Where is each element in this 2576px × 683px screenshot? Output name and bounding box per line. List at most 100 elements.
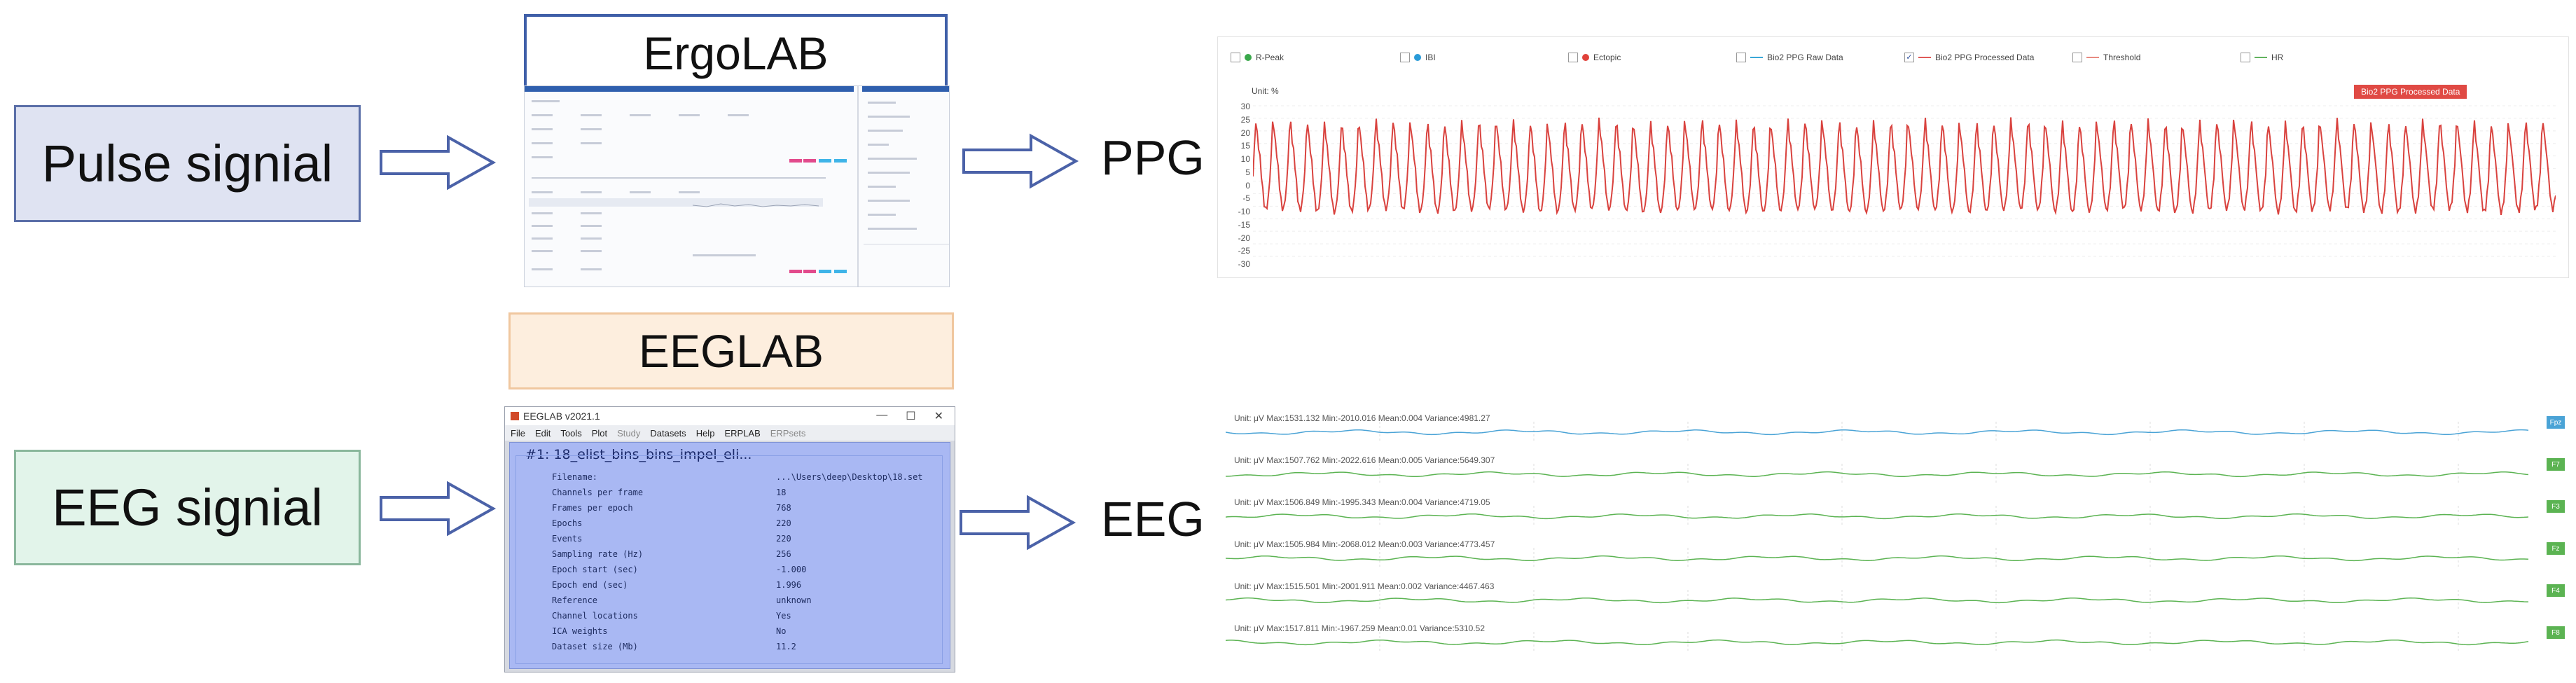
menu-item-study[interactable]: Study <box>617 427 641 439</box>
eeg-channel-row: Unit: μV Max:1505.984 Min:-2068.012 Mean… <box>1226 538 2569 579</box>
dataset-field-label: Epochs <box>552 518 583 528</box>
dataset-header: #1: 18_elist_bins_bins_impel_eli... <box>525 447 752 462</box>
eeg-signal-label: EEG signial <box>52 478 323 537</box>
eeg-channel-row: Unit: μV Max:1515.501 Min:-2001.911 Mean… <box>1226 580 2569 621</box>
checkbox-icon[interactable] <box>1736 53 1746 62</box>
legend-item[interactable]: Bio2 PPG Raw Data <box>1736 53 1843 62</box>
eeg-waveform-line <box>1226 555 2529 562</box>
eeg-waveform-line <box>1226 513 2529 520</box>
legend-label: Ectopic <box>1593 53 1621 62</box>
checkbox-icon[interactable] <box>1231 53 1240 62</box>
ergolab-screenshot <box>524 85 950 287</box>
eeg-channel-stats: Unit: μV Max:1505.984 Min:-2068.012 Mean… <box>1234 539 1495 549</box>
dataset-field-label: Dataset size (Mb) <box>552 642 638 651</box>
eeglab-dataset-panel: #1: 18_elist_bins_bins_impel_eli... File… <box>509 442 950 669</box>
menu-item-tools[interactable]: Tools <box>560 427 582 439</box>
dataset-field-value: Yes <box>776 611 791 621</box>
eeg-waveform-line <box>1226 471 2529 478</box>
dataset-field-label: Channels per frame <box>552 488 644 497</box>
menu-item-help[interactable]: Help <box>695 427 715 439</box>
ergolab-ui-thumbnail <box>525 86 949 287</box>
legend-marker-icon <box>1414 54 1421 61</box>
ppg-unit-label: Unit: % <box>1252 86 1279 96</box>
menu-item-erplab[interactable]: ERPLAB <box>724 427 761 439</box>
eeg-waveform-line <box>1226 597 2528 604</box>
eeg-channel-tag[interactable]: F7 <box>2547 458 2565 471</box>
menu-item-erpsets[interactable]: ERPsets <box>770 427 806 439</box>
eeg-channel-tag[interactable]: F8 <box>2547 626 2565 639</box>
legend-label: Threshold <box>2103 53 2141 62</box>
ppg-series-badge: Bio2 PPG Processed Data <box>2354 85 2467 99</box>
y-tick-label: -10 <box>1238 207 1250 216</box>
dataset-field-label: Filename: <box>552 472 598 482</box>
legend-marker-icon <box>1750 57 1763 58</box>
minimize-icon[interactable]: — <box>876 409 888 421</box>
legend-item[interactable]: R-Peak <box>1231 53 1284 62</box>
eeglab-app-icon <box>511 412 519 420</box>
dataset-field-label: Channel locations <box>552 611 638 621</box>
dataset-field-label: Frames per epoch <box>552 503 633 513</box>
dataset-frame <box>515 455 943 664</box>
legend-item[interactable]: IBI <box>1400 53 1436 62</box>
eeglab-title: EEGLAB <box>508 312 954 389</box>
menu-item-plot[interactable]: Plot <box>591 427 608 439</box>
legend-label: HR <box>2271 53 2284 62</box>
menu-item-file[interactable]: File <box>511 427 525 439</box>
dataset-field-value: unknown <box>776 595 812 605</box>
menu-item-datasets[interactable]: Datasets <box>650 427 686 439</box>
legend-item[interactable]: Threshold <box>2072 53 2140 62</box>
checkbox-icon[interactable] <box>1400 53 1410 62</box>
dataset-field-value: 220 <box>776 518 791 528</box>
eeg-signal-box: EEG signial <box>14 450 361 565</box>
y-tick-label: -30 <box>1238 259 1250 269</box>
y-tick-label: 25 <box>1240 114 1250 125</box>
ppg-label: PPG <box>1101 130 1205 185</box>
pulse-signal-label: Pulse signial <box>41 134 333 193</box>
arrow-to-ppg <box>962 133 1079 189</box>
arrow-to-eeglab <box>380 481 497 537</box>
eeg-channel-tag[interactable]: Fpz <box>2547 416 2565 429</box>
y-tick-label: 15 <box>1240 141 1250 151</box>
y-tick-label: 10 <box>1240 154 1250 164</box>
checkbox-icon[interactable] <box>2072 53 2082 62</box>
ergolab-title-text: ErgoLAB <box>643 27 829 79</box>
dataset-field-label: Epoch start (sec) <box>552 565 638 574</box>
maximize-icon[interactable]: ☐ <box>906 411 916 422</box>
eeg-channel-stats: Unit: μV Max:1515.501 Min:-2001.911 Mean… <box>1234 581 1495 591</box>
close-icon[interactable]: ✕ <box>934 411 943 422</box>
eeg-trace-area <box>1226 464 2529 485</box>
checkbox-icon[interactable] <box>1568 53 1578 62</box>
eeg-channel-tag[interactable]: F3 <box>2547 500 2565 513</box>
ppg-chart-panel: R-Peak IBI Ectopic Bio2 PPG Raw Data ✓ Bio2 P… <box>1217 36 2569 278</box>
legend-item[interactable]: ✓ Bio2 PPG Processed Data <box>1904 53 2034 62</box>
eeg-trace-area <box>1226 506 2529 527</box>
legend-label: Bio2 PPG Processed Data <box>1935 53 2035 62</box>
legend-item[interactable]: Ectopic <box>1568 53 1621 62</box>
ppg-waveform-line <box>1253 117 2556 216</box>
dataset-field-value: -1.000 <box>776 565 807 574</box>
y-tick-label: 5 <box>1245 167 1250 177</box>
y-tick-label: 0 <box>1245 180 1250 191</box>
arrow-to-ergolab <box>380 134 497 191</box>
eeglab-window: EEGLAB v2021.1 — ☐ ✕ File Edit Tools Plot St… <box>504 406 955 672</box>
menu-item-edit[interactable]: Edit <box>534 427 551 439</box>
checkbox-icon[interactable] <box>2241 53 2250 62</box>
eeglab-window-title: EEGLAB v2021.1 <box>523 411 600 422</box>
eeglab-titlebar: EEGLAB v2021.1 — ☐ ✕ <box>505 407 955 425</box>
eeg-channel-tag[interactable]: F4 <box>2547 584 2565 597</box>
y-tick-label: -20 <box>1238 233 1250 243</box>
y-tick-label: 20 <box>1240 127 1250 138</box>
eeg-trace-area <box>1226 590 2528 611</box>
eeg-trace-area <box>1226 422 2529 443</box>
dataset-field-value: 1.996 <box>776 580 802 590</box>
pulse-signal-box: Pulse signial <box>14 105 361 222</box>
eeg-trace-area <box>1226 548 2529 569</box>
eeg-channel-row: Unit: μV Max:1506.849 Min:-1995.343 Mean… <box>1226 496 2569 537</box>
dataset-field-value: 256 <box>776 549 791 559</box>
eeg-channel-row: Unit: μV Max:1507.762 Min:-2022.616 Mean… <box>1226 454 2569 495</box>
checkbox-icon[interactable]: ✓ <box>1904 53 1914 62</box>
legend-item[interactable]: HR <box>2241 53 2283 62</box>
eeg-channel-stats: Unit: μV Max:1531.132 Min:-2010.016 Mean… <box>1234 413 1490 423</box>
eeg-channel-tag[interactable]: Fz <box>2547 542 2565 555</box>
legend-label: IBI <box>1425 53 1436 62</box>
